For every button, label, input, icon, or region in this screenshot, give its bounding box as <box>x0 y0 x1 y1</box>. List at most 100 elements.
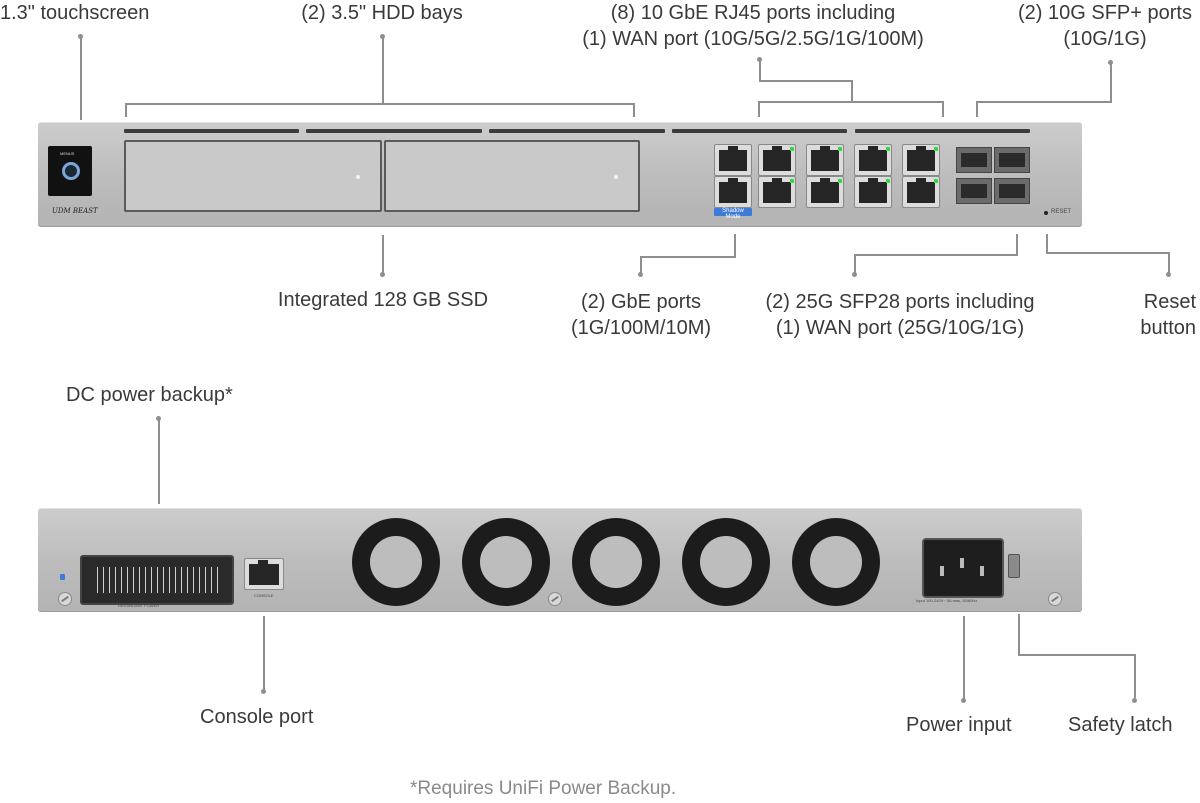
fan-grille <box>352 518 440 606</box>
rj45-port[interactable] <box>758 144 796 176</box>
reset-label-line1: Reset <box>1143 291 1196 313</box>
sfp-plus-label-line1: (2) 10G SFP+ ports <box>1018 2 1192 24</box>
gbe-label-line1: (2) GbE ports <box>580 291 702 313</box>
latch-callout-dot <box>1132 698 1137 703</box>
sfp-plus-callout-line-a <box>1110 62 1112 102</box>
reset-callout-line-b <box>1046 252 1170 254</box>
connector-pins <box>92 567 222 593</box>
pin-icon <box>960 558 964 568</box>
front-panel: MENUS UDM BEAST Shadow Mode RESET <box>38 122 1082 227</box>
front-slot <box>672 129 847 133</box>
gbe-callout-line-a <box>734 234 736 258</box>
front-slot <box>306 129 482 133</box>
latch-callout-line-a <box>1018 614 1020 656</box>
power-spec-text: Input 100-240V~ 5A max, 50/60Hz <box>916 598 978 603</box>
reset-label-line2: button <box>1140 317 1196 339</box>
screw-icon <box>1048 592 1062 606</box>
dc-backup-label: DC power backup* <box>66 384 233 406</box>
fan-grille <box>462 518 550 606</box>
hdd-callout-line <box>382 36 384 104</box>
sfp-plus-port[interactable] <box>956 147 992 173</box>
safety-latch[interactable] <box>1008 554 1020 578</box>
sfp28-label-line1: (2) 25G SFP28 ports including <box>765 291 1035 313</box>
touchscreen-callout-line <box>80 36 82 120</box>
sfp28-label-line2: (1) WAN port (25G/10G/1G) <box>775 317 1025 339</box>
hdd-bay-2[interactable] <box>384 140 640 212</box>
sfp28-port[interactable] <box>994 178 1030 204</box>
rj45-bracket-left <box>758 101 760 117</box>
rj45-port[interactable] <box>758 176 796 208</box>
fan-grille <box>792 518 880 606</box>
rj45-port[interactable] <box>806 176 844 208</box>
rear-panel: REDUNDANT POWER CONSOLE Input 100-240V~ … <box>38 508 1082 612</box>
sfp28-callout-dot <box>852 272 857 277</box>
rj45-label-line2: (1) WAN port (10G/5G/2.5G/1G/100M) <box>582 28 924 50</box>
rj45-callout-line-c <box>851 80 853 102</box>
gbe-label-line2: (1G/100M/10M) <box>570 317 712 339</box>
gbe-callout-line-b <box>640 256 736 258</box>
reset-callout-dot <box>1166 272 1171 277</box>
power-input-socket[interactable] <box>922 538 1004 598</box>
safety-latch-label: Safety latch <box>1068 714 1173 736</box>
rj45-label-line1: (8) 10 GbE RJ45 ports including <box>610 2 896 24</box>
console-callout-dot <box>261 689 266 694</box>
rj45-port[interactable] <box>902 176 940 208</box>
reset-callout-line-a <box>1046 234 1048 254</box>
rj45-port[interactable] <box>902 144 940 176</box>
latch-callout-line-c <box>1134 654 1136 698</box>
footnote: *Requires UniFi Power Backup. <box>410 778 677 799</box>
power-callout-dot <box>961 698 966 703</box>
console-callout-line <box>263 616 265 690</box>
device-brand: UDM BEAST <box>52 207 98 215</box>
rj45-port[interactable] <box>854 176 892 208</box>
front-slot <box>489 129 665 133</box>
touchscreen[interactable]: MENUS <box>48 146 92 196</box>
latch-callout-line-b <box>1018 654 1136 656</box>
fan-grille <box>572 518 660 606</box>
gbe-port-2[interactable] <box>714 176 752 208</box>
ssd-callout-dot <box>380 272 385 277</box>
console-port[interactable] <box>244 558 284 590</box>
gbe-port-1[interactable] <box>714 144 752 176</box>
sfp28-callout-line-b <box>854 254 1018 256</box>
touchscreen-label: 1.3" touchscreen <box>0 2 150 24</box>
screen-logo-icon <box>62 162 80 180</box>
pin-icon <box>980 566 984 576</box>
screw-icon <box>548 592 562 606</box>
dc-backup-callout-line <box>158 418 160 504</box>
power-input-label: Power input <box>906 714 1012 736</box>
front-slot <box>124 129 299 133</box>
hdd-bracket-right <box>633 103 635 117</box>
reset-callout-line-c <box>1168 252 1170 274</box>
gbe-callout-line-c <box>640 256 642 274</box>
sfp-plus-port[interactable] <box>994 147 1030 173</box>
rj45-port[interactable] <box>854 144 892 176</box>
sfp28-callout-line-c <box>854 254 856 274</box>
hdd-bay-1[interactable] <box>124 140 382 212</box>
gbe-callout-dot <box>638 272 643 277</box>
sfp28-callout-line-a <box>1016 234 1018 256</box>
sfp-plus-label-line2: (10G/1G) <box>1063 28 1147 50</box>
bay-latch-icon <box>614 175 618 179</box>
screw-icon <box>58 592 72 606</box>
bay-latch-icon <box>356 175 360 179</box>
rj45-bracket-right <box>942 101 944 117</box>
power-callout-line <box>963 616 965 700</box>
fan-grille <box>682 518 770 606</box>
redundant-power-text: REDUNDANT POWER <box>118 603 160 608</box>
sfp-plus-callout-line-c <box>976 101 978 117</box>
console-label: Console port <box>200 706 314 728</box>
dc-power-backup-connector[interactable] <box>80 555 234 605</box>
ssd-label: Integrated 128 GB SSD <box>277 289 489 311</box>
screen-title: MENUS <box>60 151 75 156</box>
shadow-mode-badge: Shadow Mode <box>714 208 752 220</box>
rj45-callout-bracket <box>758 101 944 103</box>
front-slot <box>855 129 1030 133</box>
pin-icon <box>940 566 944 576</box>
rj45-port[interactable] <box>806 144 844 176</box>
reset-button[interactable] <box>1044 211 1048 215</box>
hdd-bays-label: (2) 3.5" HDD bays <box>301 2 463 24</box>
sfp28-port[interactable] <box>956 178 992 204</box>
sfp-plus-callout-line-b <box>976 101 1112 103</box>
console-text: CONSOLE <box>254 593 274 598</box>
